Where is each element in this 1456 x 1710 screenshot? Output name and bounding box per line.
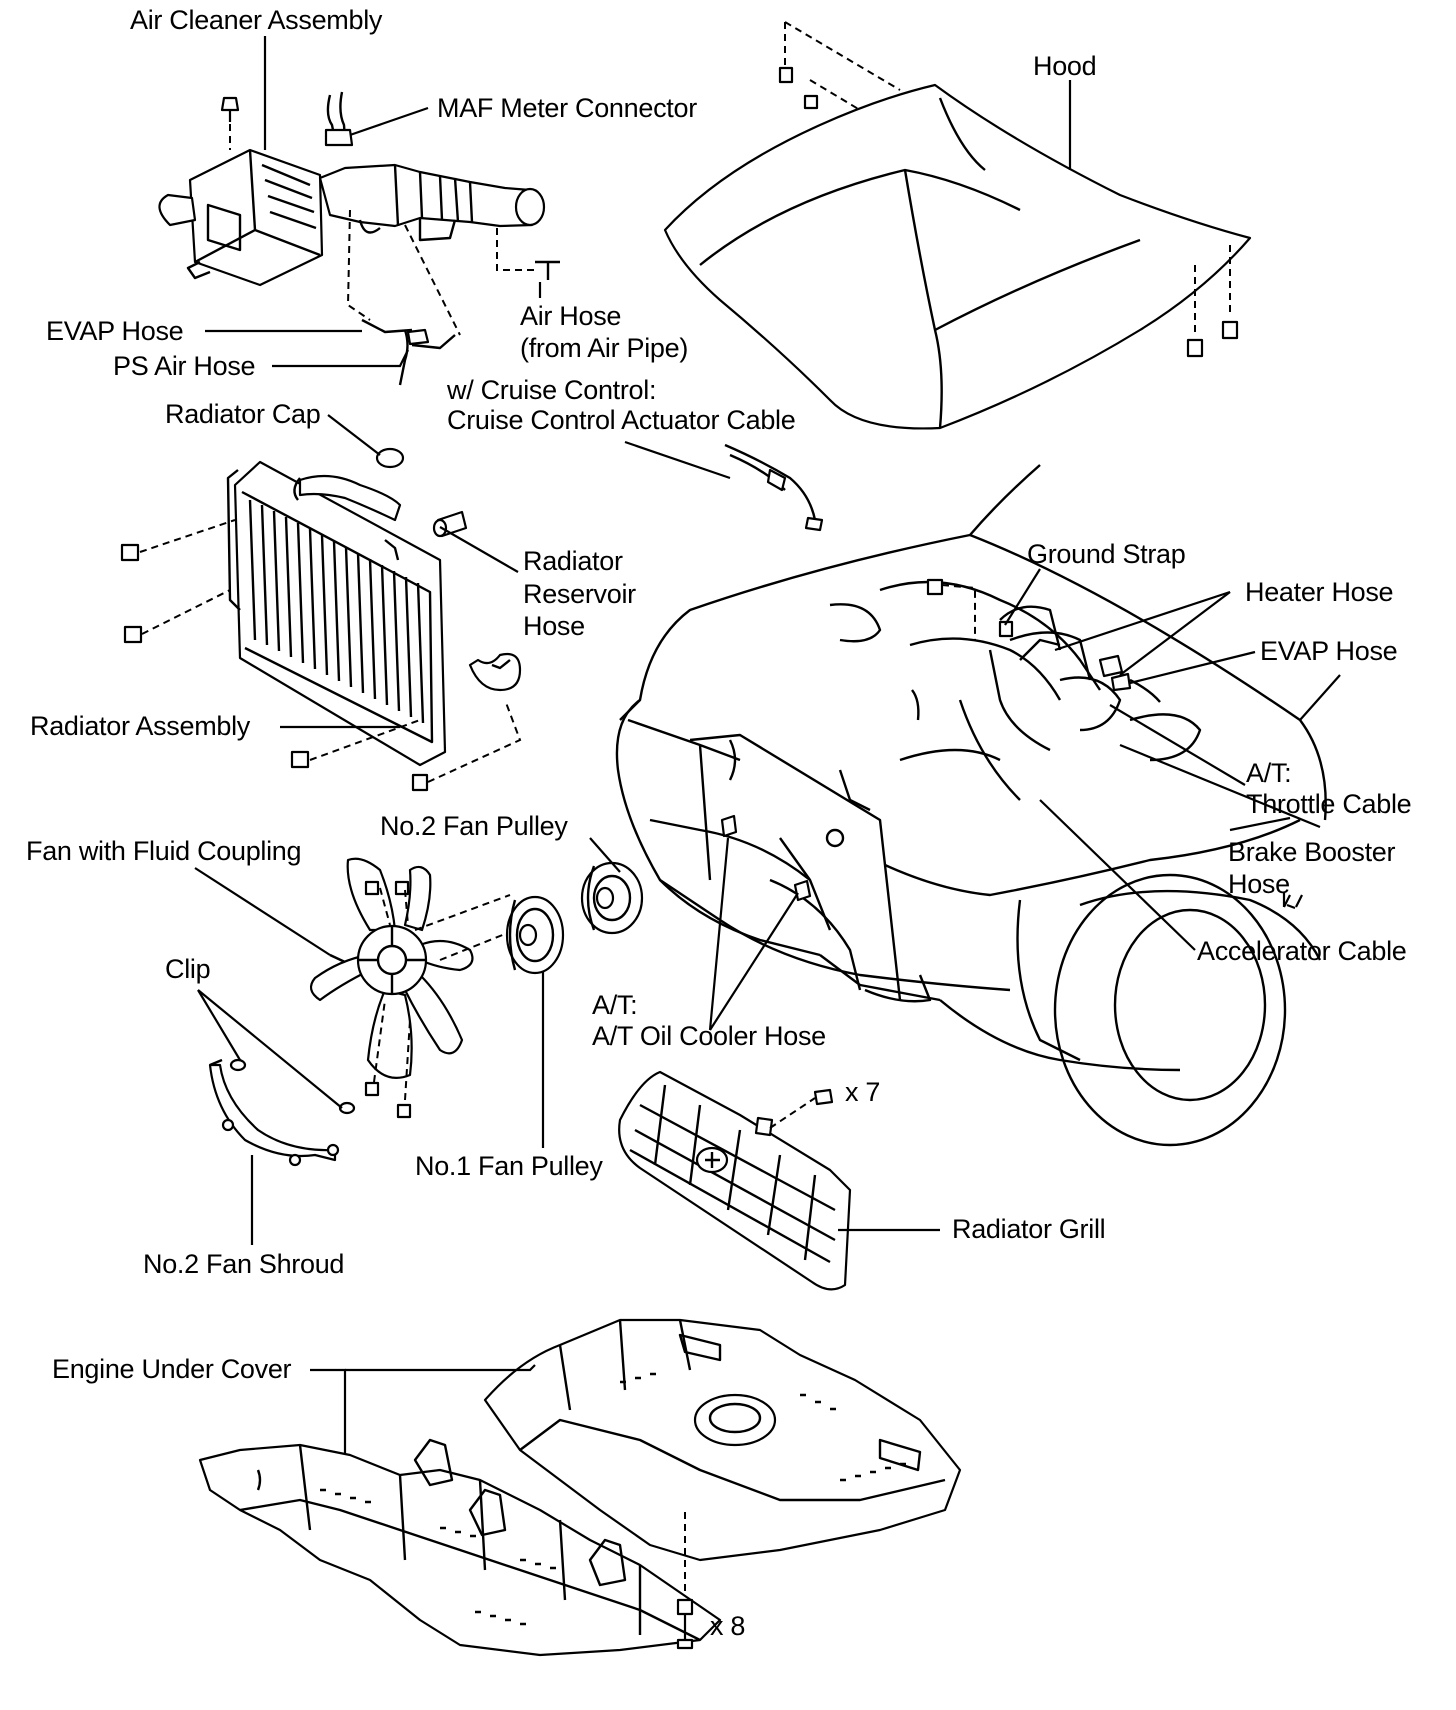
label-cruise-control-1: w/ Cruise Control: xyxy=(447,375,657,405)
label-radiator-reservoir-hose-1: Radiator xyxy=(523,546,623,576)
label-radiator-grill: Radiator Grill xyxy=(952,1214,1106,1244)
leader-lines xyxy=(194,36,1341,1455)
label-ps-air-hose: PS Air Hose xyxy=(113,351,256,381)
label-no2-fan-shroud: No.2 Fan Shroud xyxy=(143,1249,345,1279)
engine-under-cover-drawing xyxy=(198,1318,962,1657)
label-radiator-reservoir-hose-2: Reservoir xyxy=(523,579,636,609)
vehicle-front-drawing xyxy=(615,443,1327,1147)
label-radiator-assembly: Radiator Assembly xyxy=(30,711,250,741)
label-x8: x 8 xyxy=(710,1611,746,1641)
label-air-hose: Air Hose xyxy=(520,301,622,331)
label-brake-booster-1: Brake Booster xyxy=(1228,837,1396,867)
label-air-hose-from: (from Air Pipe) xyxy=(520,333,689,363)
label-no1-fan-pulley: No.1 Fan Pulley xyxy=(415,1151,603,1181)
label-radiator-reservoir-hose-3: Hose xyxy=(523,611,585,641)
label-fan-with-fluid-coupling: Fan with Fluid Coupling xyxy=(26,836,302,866)
label-hood: Hood xyxy=(1033,51,1097,81)
label-ground-strap: Ground Strap xyxy=(1027,539,1186,569)
label-at-throttle-1: A/T: xyxy=(1246,758,1292,788)
fan-assembly-drawing xyxy=(208,857,644,1167)
label-engine-under-cover: Engine Under Cover xyxy=(52,1354,292,1384)
label-accelerator-cable: Accelerator Cable xyxy=(1197,936,1407,966)
label-cruise-control-2: Cruise Control Actuator Cable xyxy=(447,405,796,435)
radiator-assembly-drawing xyxy=(120,447,522,792)
label-brake-booster-2: Hose xyxy=(1228,869,1290,899)
label-clip: Clip xyxy=(165,954,211,984)
label-at-oil-cooler-2: A/T Oil Cooler Hose xyxy=(592,1021,826,1051)
air-cleaner-assembly-drawing xyxy=(158,91,560,386)
label-air-cleaner-assembly: Air Cleaner Assembly xyxy=(130,5,383,35)
label-evap-hose-left: EVAP Hose xyxy=(46,316,184,346)
label-evap-hose-right: EVAP Hose xyxy=(1260,636,1398,666)
label-radiator-cap: Radiator Cap xyxy=(165,399,321,429)
label-maf-meter-connector: MAF Meter Connector xyxy=(437,93,697,123)
label-at-throttle-2: Throttle Cable xyxy=(1246,789,1412,819)
label-heater-hose: Heater Hose xyxy=(1245,577,1394,607)
label-no2-fan-pulley: No.2 Fan Pulley xyxy=(380,811,568,841)
radiator-grill-drawing xyxy=(618,1070,852,1291)
label-at-oil-cooler-1: A/T: xyxy=(592,990,638,1020)
label-x7: x 7 xyxy=(845,1077,881,1107)
hood-drawing xyxy=(663,21,1252,430)
